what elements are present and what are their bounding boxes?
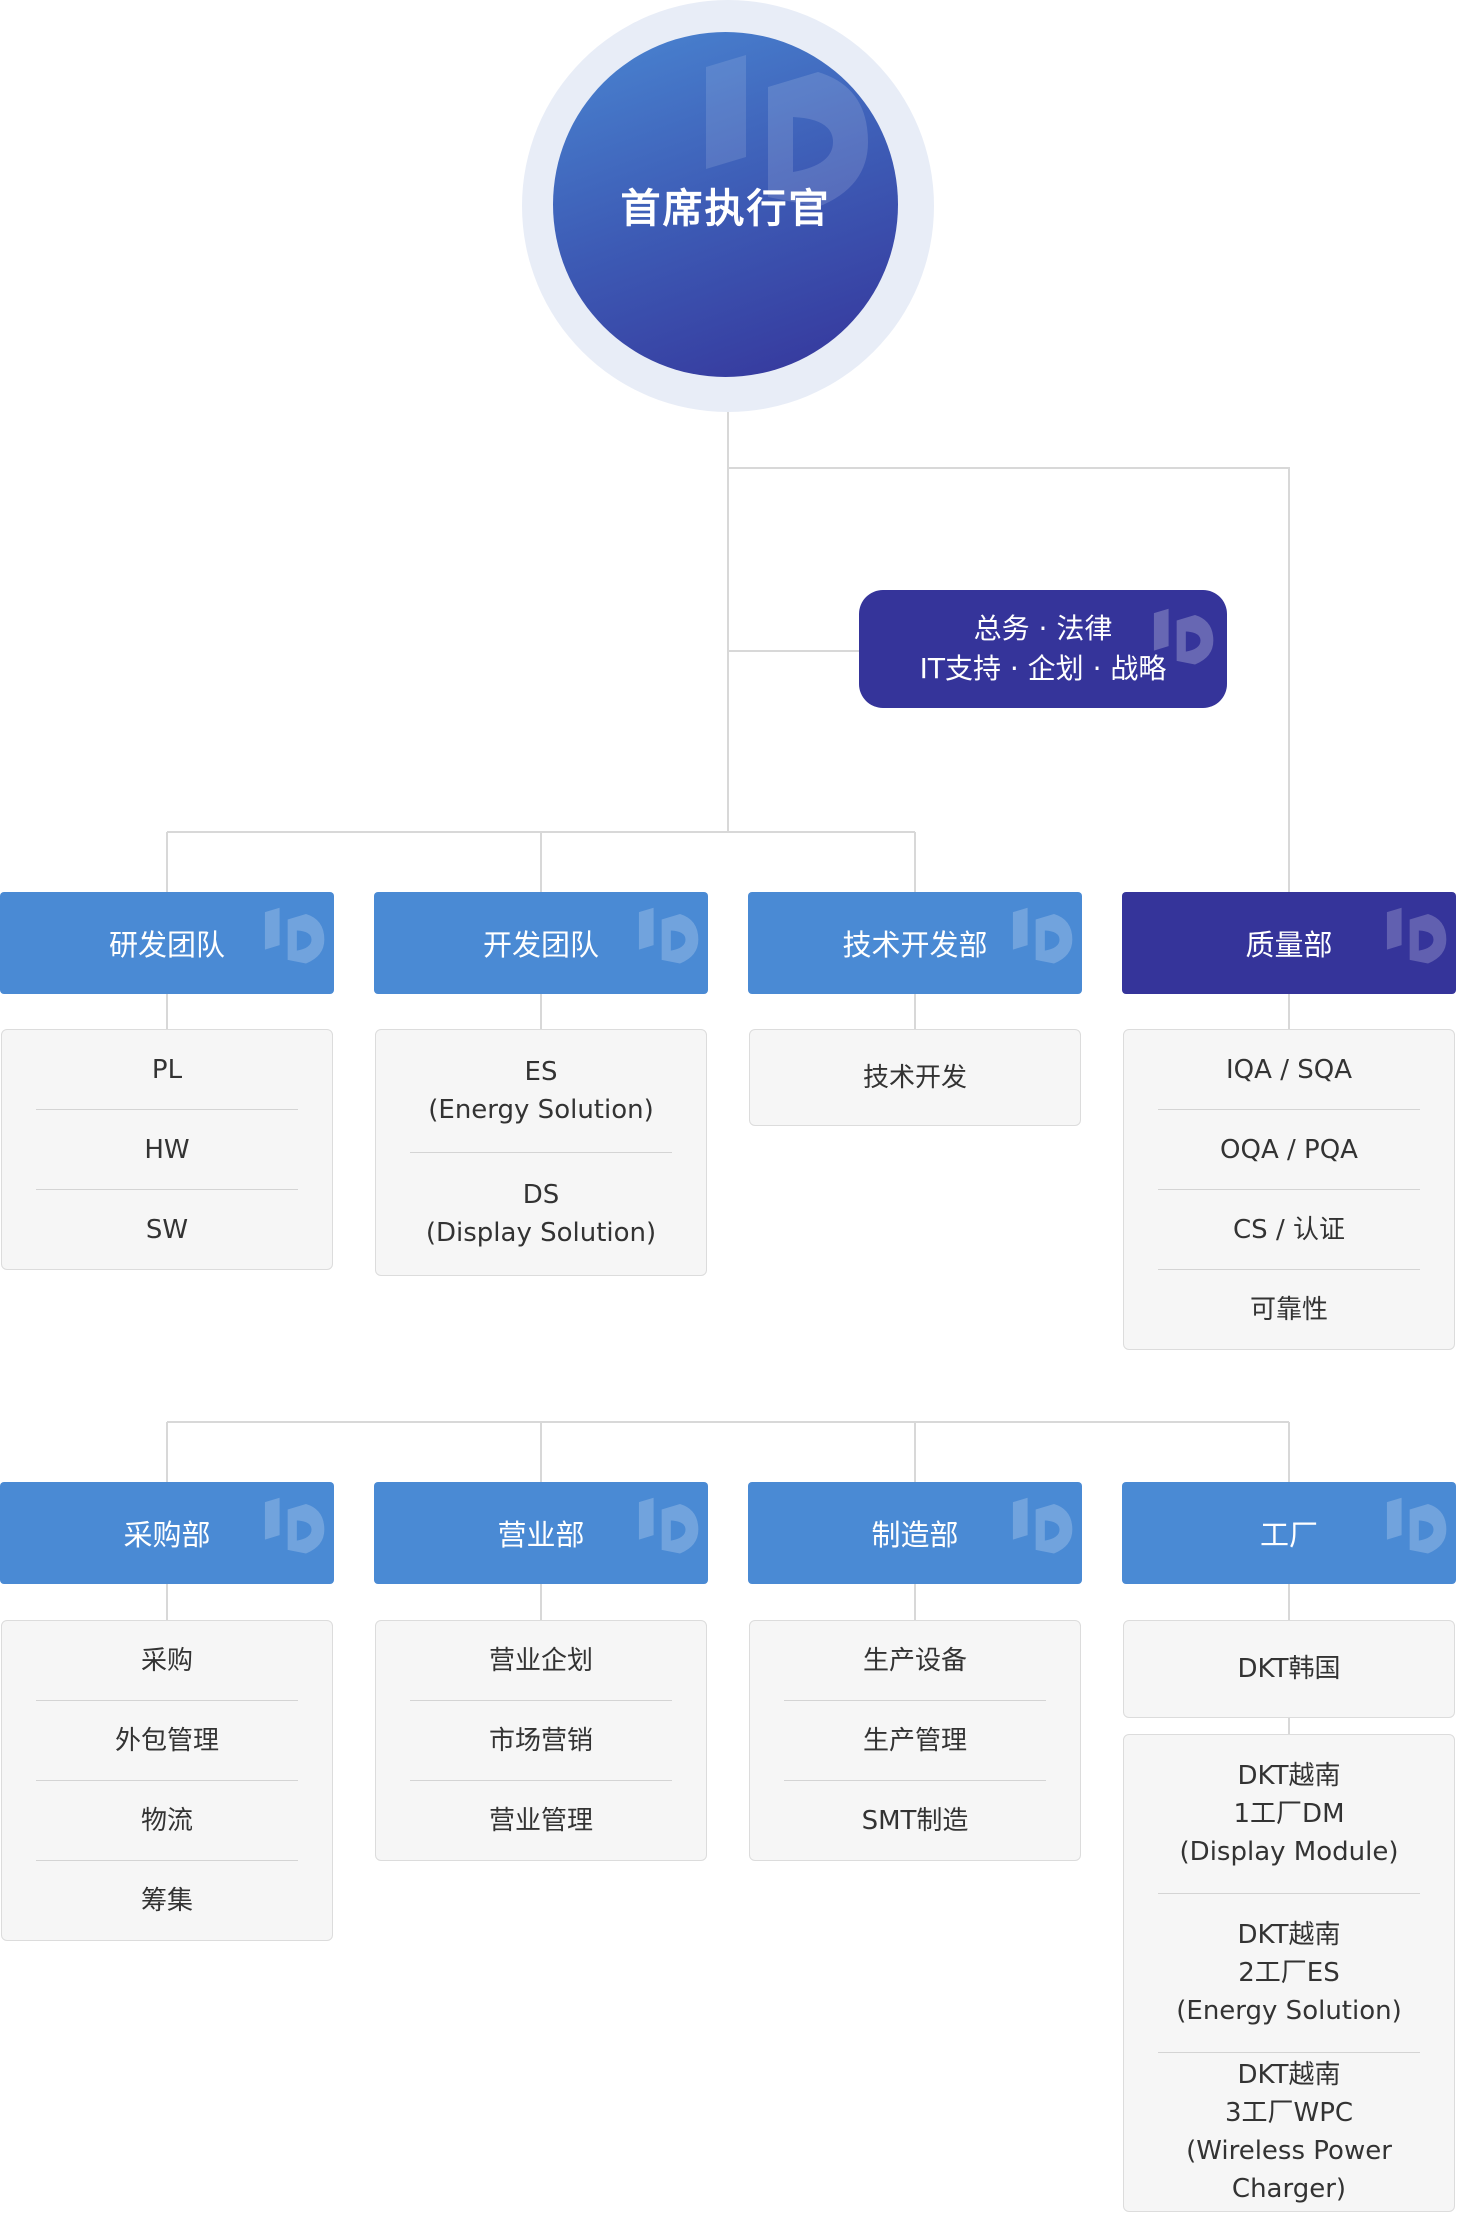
list-item: 生产管理 (784, 1701, 1046, 1781)
logo-watermark-icon (1386, 1497, 1447, 1554)
logo-watermark-icon (638, 1497, 699, 1554)
sub-purchasing: 采购 外包管理 物流 筹集 (1, 1620, 333, 1941)
list-item: 筹集 (36, 1861, 298, 1940)
list-item: CS / 认证 (1158, 1190, 1420, 1270)
logo-watermark-icon (1012, 1497, 1073, 1554)
logo-watermark-icon (264, 1497, 325, 1554)
list-item: SMT制造 (784, 1781, 1046, 1860)
admin-line-2: IT支持 · 企划 · 战略 (919, 652, 1167, 685)
sub-development: ES (Energy Solution) DS (Display Solutio… (375, 1029, 707, 1276)
item-text: DKT越南 (1237, 1920, 1341, 1950)
dept-manufacturing: 制造部 (748, 1482, 1082, 1584)
item-text: PL (151, 1054, 183, 1085)
item-text: 外包管理 (114, 1725, 219, 1756)
ceo-node: 首席执行官 (553, 32, 898, 377)
item-text: (Display Solution) (425, 1218, 657, 1248)
dept-tech: 技术开发部 (748, 892, 1082, 994)
item-text: 技术开发 (862, 1062, 967, 1093)
logo-watermark-icon (638, 907, 699, 964)
dept-label: 研发团队 (108, 928, 225, 962)
item-text: IQA / SQA (1226, 1054, 1352, 1085)
list-item: 生产设备 (784, 1621, 1046, 1701)
list-item: IQA / SQA (1158, 1030, 1420, 1110)
item-text: 生产设备 (862, 1645, 967, 1676)
list-item: 外包管理 (36, 1701, 298, 1781)
list-item: 营业管理 (410, 1781, 672, 1860)
list-item: 技术开发 (784, 1030, 1046, 1125)
dept-label: 营业部 (497, 1518, 585, 1552)
item-text: 3工厂WPC (1224, 2098, 1354, 2128)
dept-rnd: 研发团队 (0, 892, 334, 994)
quality-branch-line (728, 467, 1290, 892)
item-text: 可靠性 (1249, 1294, 1328, 1325)
dept-label: 技术开发部 (842, 928, 988, 962)
dept-quality: 质量部 (1122, 892, 1456, 994)
item-text: 采购 (140, 1645, 193, 1676)
dept-development: 开发团队 (374, 892, 708, 994)
item-text: (Energy Solution) (1176, 1996, 1402, 2026)
dept-sales: 营业部 (374, 1482, 708, 1584)
item-text: 1工厂DM (1233, 1799, 1345, 1829)
list-item: 市场营销 (410, 1701, 672, 1781)
item-text: 生产管理 (862, 1725, 967, 1756)
list-item: DKT越南 1工厂DM (Display Module) (1158, 1735, 1420, 1894)
list-item: 物流 (36, 1781, 298, 1861)
list-item: DKT韩国 (1158, 1621, 1420, 1717)
admin-line-1: 总务 · 法律 (973, 612, 1113, 645)
dept-purchasing: 采购部 (0, 1482, 334, 1584)
sub-factory-vietnam: DKT越南 1工厂DM (Display Module) DKT越南 2工厂ES… (1123, 1734, 1455, 2212)
logo-watermark-icon (1386, 907, 1447, 964)
dept-label: 工厂 (1259, 1518, 1318, 1552)
item-text: OQA / PQA (1220, 1134, 1358, 1165)
item-text: (Wireless Power Charger) (1186, 2136, 1392, 2204)
list-item: OQA / PQA (1158, 1110, 1420, 1190)
list-item: ES (Energy Solution) (410, 1030, 672, 1153)
item-text: HW (144, 1134, 190, 1165)
list-item: PL (36, 1030, 298, 1110)
admin-node: 总务 · 法律 IT支持 · 企划 · 战略 (859, 590, 1227, 708)
item-text: 筹集 (140, 1885, 193, 1916)
sub-rnd: PL HW SW (1, 1029, 333, 1270)
logo-watermark-icon (1012, 907, 1073, 964)
sub-tech: 技术开发 (749, 1029, 1081, 1126)
item-text: SMT制造 (861, 1805, 969, 1836)
list-item: DKT越南 2工厂ES (Energy Solution) (1158, 1894, 1420, 2053)
sub-manufacturing: 生产设备 生产管理 SMT制造 (749, 1620, 1081, 1861)
item-text: CS / 认证 (1233, 1214, 1345, 1245)
list-item: 营业企划 (410, 1621, 672, 1701)
sub-factory-korea: DKT韩国 (1123, 1620, 1455, 1718)
ceo-label: 首席执行官 (620, 185, 831, 232)
dept-label: 采购部 (123, 1518, 211, 1552)
list-item: 采购 (36, 1621, 298, 1701)
list-item: SW (36, 1190, 298, 1269)
item-text: 营业管理 (488, 1805, 593, 1836)
item-text: ES (524, 1057, 558, 1087)
item-text: (Display Module) (1179, 1837, 1399, 1867)
list-item: DKT越南 3工厂WPC (Wireless Power Charger) (1158, 2053, 1420, 2211)
item-text: DKT韩国 (1237, 1654, 1341, 1684)
dept-label: 质量部 (1245, 928, 1333, 962)
item-text: 营业企划 (488, 1645, 593, 1676)
item-text: 市场营销 (488, 1725, 593, 1756)
sub-quality: IQA / SQA OQA / PQA CS / 认证 可靠性 (1123, 1029, 1455, 1350)
list-item: HW (36, 1110, 298, 1190)
list-item: 可靠性 (1158, 1270, 1420, 1349)
item-text: DKT越南 (1237, 2060, 1341, 2090)
dept-label: 开发团队 (482, 928, 599, 962)
list-item: DS (Display Solution) (410, 1153, 672, 1275)
item-text: DKT越南 (1237, 1761, 1341, 1791)
logo-watermark-icon (264, 907, 325, 964)
item-text: 2工厂ES (1238, 1958, 1340, 1988)
item-text: 物流 (140, 1805, 193, 1836)
item-text: DS (522, 1180, 560, 1210)
dept-label: 制造部 (871, 1518, 959, 1552)
sub-sales: 营业企划 市场营销 营业管理 (375, 1620, 707, 1861)
item-text: SW (145, 1214, 189, 1245)
item-text: (Energy Solution) (428, 1095, 654, 1125)
dept-factory: 工厂 (1122, 1482, 1456, 1584)
